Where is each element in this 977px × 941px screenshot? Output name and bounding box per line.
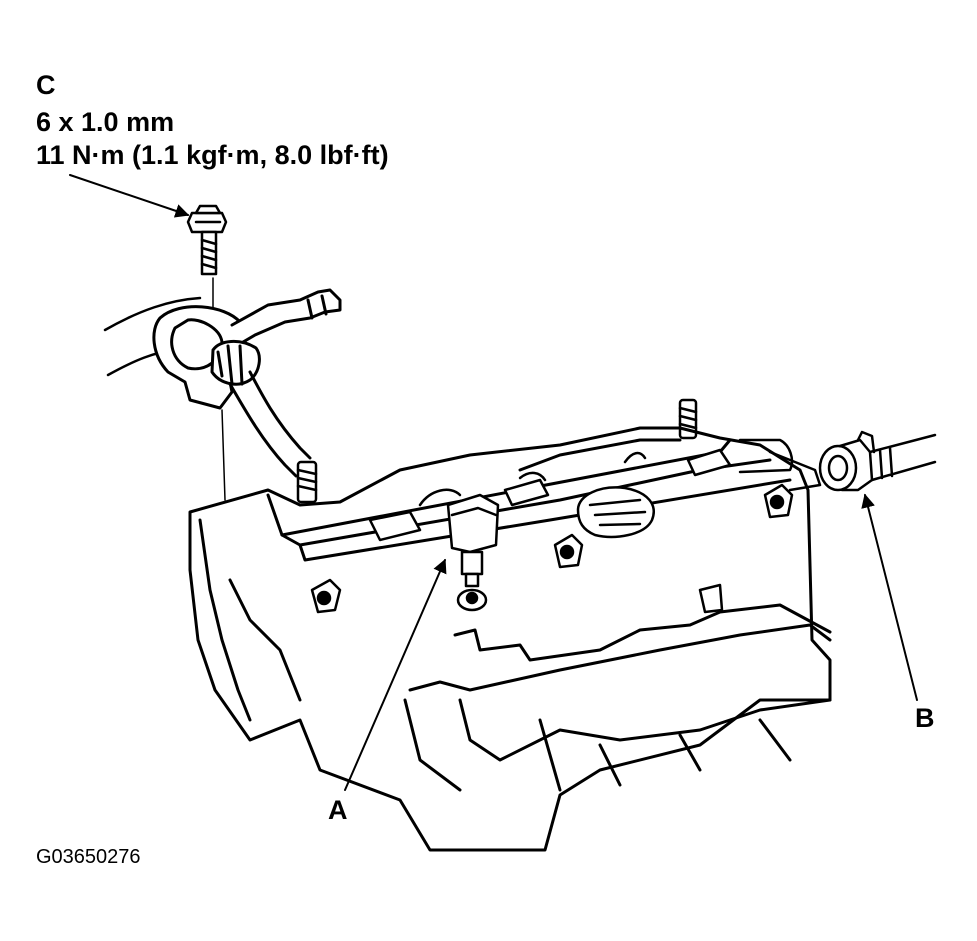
leader-a — [344, 558, 447, 791]
leader-arrows — [69, 174, 918, 791]
oil-filler-cap — [576, 486, 655, 539]
callout-c-spec: 6 x 1.0 mm — [36, 107, 175, 137]
hose-bracket-assembly — [103, 288, 342, 501]
bolt-c — [186, 204, 228, 311]
part-a-sensor — [446, 493, 500, 612]
callout-c-torque: 11 N·m (1.1 kgf·m, 8.0 lbf·ft) — [36, 140, 389, 170]
leader-c — [69, 174, 190, 218]
stud-bolts — [296, 398, 698, 504]
fuel-rail — [368, 438, 822, 542]
part-b-hose-end — [818, 430, 937, 492]
head-bolts — [310, 483, 794, 614]
callout-c-letter: C — [36, 70, 56, 100]
callout-b-letter: B — [915, 703, 935, 733]
leader-b — [861, 493, 918, 701]
lower-manifold — [403, 603, 832, 792]
figure-id: G03650276 — [36, 846, 141, 868]
callout-a-letter: A — [328, 795, 348, 825]
